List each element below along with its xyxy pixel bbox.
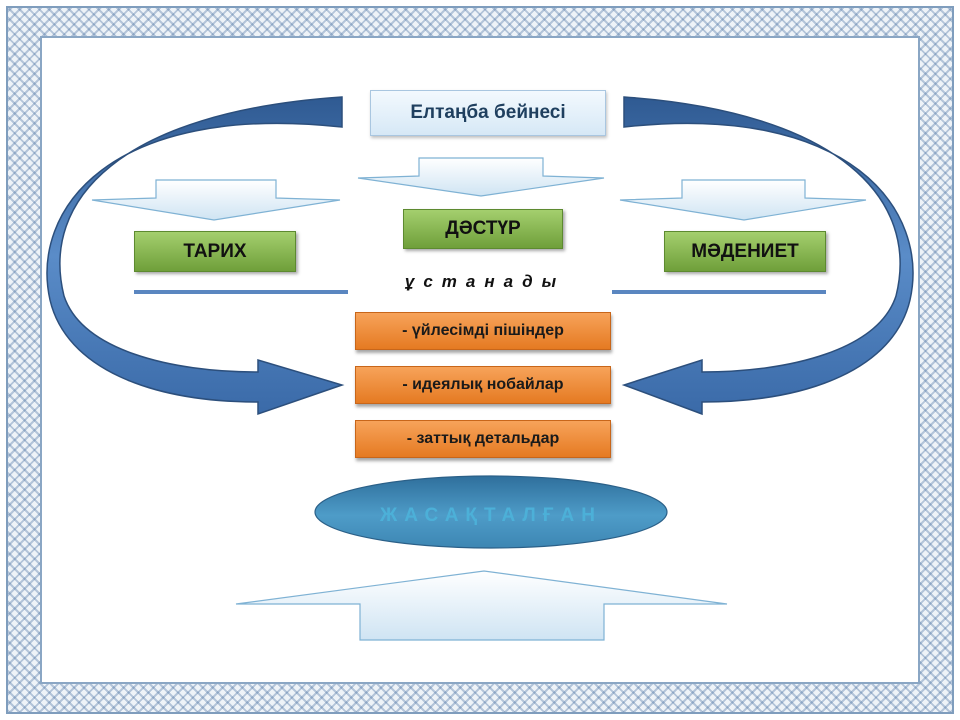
history-box: ТАРИХ: [134, 231, 296, 272]
culture-box: МӘДЕНИЕТ: [664, 231, 826, 272]
down-arrow-right: [619, 179, 867, 221]
down-arrow-center: [357, 157, 605, 197]
down-arrow-left: [91, 179, 341, 221]
tradition-box: ДӘСТҮР: [403, 209, 563, 249]
title-box: Елтаңба бейнесі: [370, 90, 606, 136]
right-curved-arrow: [621, 96, 914, 416]
result-label: ЖАСАҚТАЛҒАН: [380, 505, 602, 526]
up-arrow-bottom: [235, 570, 728, 641]
result-ellipse: [314, 475, 668, 549]
left-curved-arrow: [46, 96, 345, 416]
item-material-details: - заттық детальдар: [355, 420, 611, 458]
item-ideological-sketches: - идеялық нобайлар: [355, 366, 611, 404]
subtitle-text: ұстанады: [404, 272, 566, 291]
item-harmonious-forms: - үйлесімді пішіндер: [355, 312, 611, 350]
